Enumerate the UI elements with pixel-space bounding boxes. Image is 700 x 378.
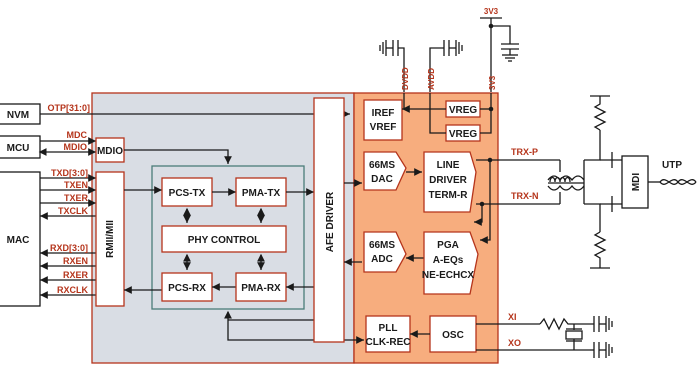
- pcs-rx-label: PCS-RX: [168, 283, 206, 294]
- clk-rec-label: CLK-REC: [366, 337, 411, 348]
- adc-block: 66MS ADC: [363, 231, 407, 273]
- nvm-box: NVM: [0, 103, 41, 125]
- adc-rate-label: 66MS: [369, 240, 395, 251]
- pma-tx-block: PMA-TX: [235, 177, 287, 207]
- term-lead-bottom: [584, 203, 601, 232]
- crystal: [565, 330, 583, 340]
- nvm-label: NVM: [7, 110, 29, 121]
- pga-label-1: PGA: [437, 240, 459, 251]
- afe-driver-label: AFE DRIVER: [325, 191, 336, 252]
- vref-label: VREF: [370, 122, 397, 133]
- osc-block: OSC: [429, 315, 477, 353]
- rxd-signal: RXD[3:0]: [50, 243, 88, 253]
- junction-trxn: [479, 201, 485, 207]
- pma-rx-block: PMA-RX: [235, 272, 287, 302]
- dac-rate-label: 66MS: [369, 160, 395, 171]
- xo-capacitor: [590, 342, 613, 358]
- utp-cable-2: [659, 179, 697, 185]
- xi-capacitor: [593, 316, 613, 332]
- avdd-capacitor: [443, 40, 463, 56]
- mdi-block: MDI: [621, 155, 649, 209]
- line-driver-label-3: TERM-R: [429, 190, 469, 201]
- dvdd-capacitor: [379, 40, 399, 56]
- txclk-signal: TXCLK: [58, 206, 88, 216]
- term-resistor-bottom: [593, 231, 607, 268]
- mcu-label: MCU: [7, 143, 30, 154]
- txd-signal: TXD[3:0]: [51, 168, 88, 178]
- iref-label: IREF: [372, 108, 395, 119]
- trxn-pga-line: [474, 204, 483, 226]
- xi-resistor: [539, 317, 594, 331]
- utp-label: UTP: [662, 160, 682, 171]
- pcs-tx-label: PCS-TX: [169, 188, 206, 199]
- line-driver-label-1: LINE: [437, 160, 460, 171]
- vreg-top-block: VREG: [445, 100, 481, 118]
- v3v3-label: 3V3: [488, 75, 497, 90]
- afe-driver-block: AFE DRIVER: [313, 97, 345, 343]
- trxp-signal: TRX-P: [511, 147, 538, 157]
- rmii-block: RMII/MII: [95, 171, 125, 307]
- pma-rx-label: PMA-RX: [241, 283, 281, 294]
- avdd-to-vreg: [429, 93, 446, 134]
- rxen-signal: RXEN: [63, 256, 88, 266]
- line-driver-block: LINE DRIVER TERM-R: [423, 151, 477, 213]
- pll-label: PLL: [379, 323, 398, 334]
- term-resistor-top: [593, 96, 607, 131]
- vreg-bottom-label: VREG: [449, 129, 478, 140]
- pcs-tx-block: PCS-TX: [161, 177, 213, 207]
- xi-signal: XI: [508, 312, 517, 322]
- txer-signal: TXER: [64, 193, 89, 203]
- v3v3-cap-lead: [491, 25, 511, 44]
- mdi-label: MDI: [631, 173, 642, 192]
- pga-label-3: NE-ECHCX: [422, 270, 475, 281]
- rxclk-signal: RXCLK: [57, 285, 88, 295]
- trxp-pga-line: [480, 160, 491, 244]
- pcs-rx-block: PCS-RX: [161, 272, 213, 302]
- dac-label: DAC: [371, 174, 393, 185]
- phy-control-block: PHY CONTROL: [161, 225, 287, 253]
- v3v3-ground: [501, 43, 519, 62]
- rxer-signal: RXER: [63, 270, 89, 280]
- pga-block: PGA A-EQs NE-ECHCX: [422, 231, 479, 295]
- pll-block: PLL CLK-REC: [365, 315, 411, 353]
- pma-tx-label: PMA-TX: [242, 188, 281, 199]
- iref-vref-block: IREF VREF: [363, 99, 403, 141]
- mac-box: MAC: [0, 171, 41, 307]
- transformer: [547, 160, 585, 204]
- junction-trxp: [487, 157, 493, 163]
- avdd-lead: [429, 47, 444, 92]
- dac-block: 66MS DAC: [363, 151, 407, 191]
- vreg-bottom-block: VREG: [445, 124, 481, 142]
- adc-label: ADC: [371, 254, 393, 265]
- phy-control-label: PHY CONTROL: [188, 235, 261, 246]
- pcs-pma-group: [151, 165, 305, 310]
- mac-label: MAC: [7, 235, 30, 246]
- term-lead-top: [584, 130, 601, 161]
- dvdd-lead: [398, 47, 405, 92]
- txen-signal: TXEN: [64, 180, 88, 190]
- mdio-block-label: MDIO: [97, 146, 123, 157]
- xo-signal: XO: [508, 338, 521, 348]
- vreg-top-label: VREG: [449, 105, 478, 116]
- mdio-signal: MDIO: [64, 142, 88, 152]
- mdio-control-line: [124, 149, 232, 164]
- otp-signal: OTP[31:0]: [47, 103, 90, 113]
- v3v3-to-vreg: [480, 93, 492, 134]
- trxn-signal: TRX-N: [511, 191, 539, 201]
- mdc-signal: MDC: [67, 130, 88, 140]
- vreg-junction: [488, 106, 494, 112]
- mdio-block: MDIO: [95, 137, 125, 163]
- v3v3-top-label: 3V3: [484, 7, 499, 16]
- dvdd-label: DVDD: [401, 67, 410, 90]
- avdd-label: AVDD: [427, 68, 436, 90]
- rmii-label: RMII/MII: [105, 220, 116, 258]
- line-driver-label-2: DRIVER: [429, 175, 468, 186]
- pga-label-2: A-EQs: [433, 255, 464, 266]
- mcu-box: MCU: [0, 135, 41, 159]
- osc-label: OSC: [442, 330, 464, 341]
